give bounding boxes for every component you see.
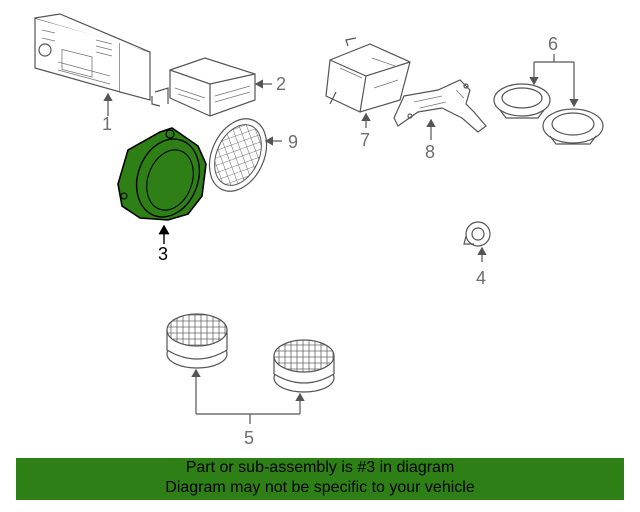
speaker-grille-part: 9: [208, 118, 298, 192]
callout-8: 8: [425, 142, 435, 162]
banner-line-2: Diagram may not be specific to your vehi…: [165, 479, 475, 496]
callout-7: 7: [360, 130, 370, 150]
mounting-bracket-part: 8: [393, 79, 487, 162]
speaker-part-3-highlighted: 3: [117, 127, 207, 264]
callout-5: 5: [244, 428, 254, 448]
small-speaker-part: 4: [463, 221, 491, 288]
amplifier-module-part: 2: [151, 57, 286, 117]
callout-4: 4: [476, 268, 486, 288]
callout-6: 6: [548, 34, 558, 54]
callout-9: 9: [288, 132, 298, 152]
control-module-part: 7: [325, 37, 411, 150]
radio-head-unit-part: 1: [34, 13, 151, 134]
callout-3: 3: [158, 244, 168, 264]
callout-1: 1: [102, 114, 112, 134]
parts-diagram: 1 2 9 3 7: [34, 13, 604, 448]
info-banner: Part or sub-assembly is #3 in diagram Di…: [16, 458, 624, 500]
tweeter-speakers-part: 6: [493, 34, 604, 145]
callout-2: 2: [276, 74, 286, 94]
banner-line-1: Part or sub-assembly is #3 in diagram: [185, 459, 455, 476]
woofer-speakers-part: 5: [166, 313, 335, 448]
